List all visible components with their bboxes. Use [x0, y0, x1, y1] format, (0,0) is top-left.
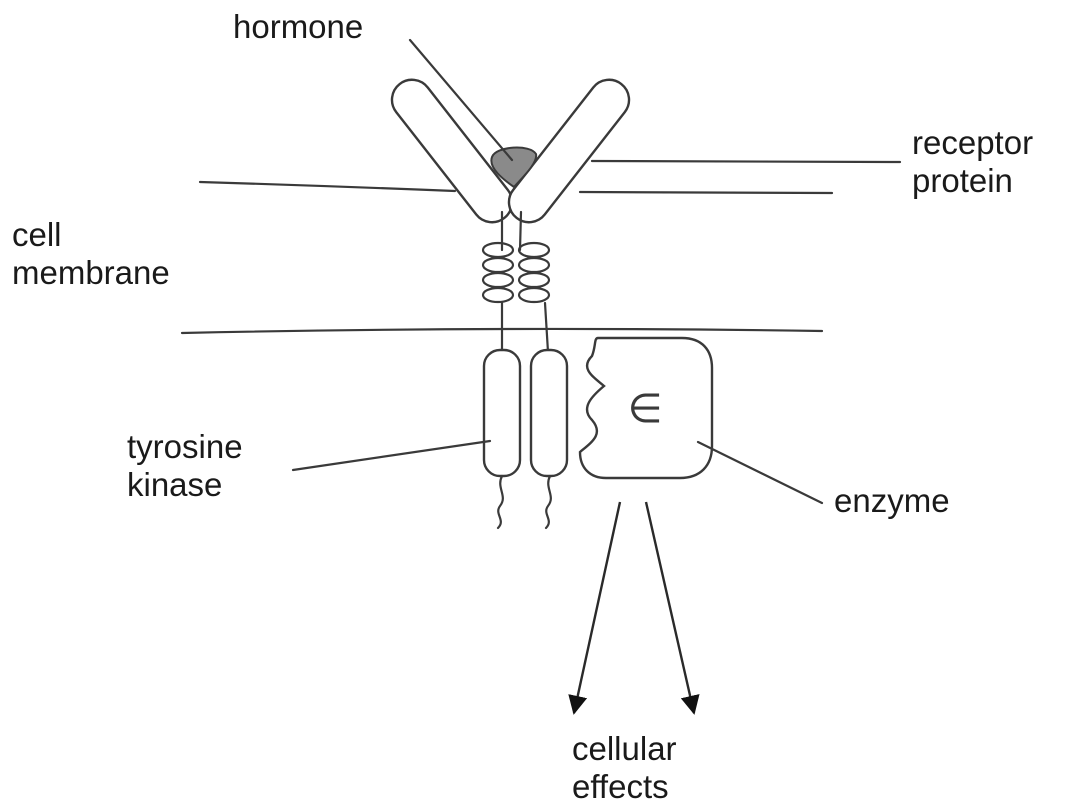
tyrosine-kinase-label-line1: tyrosine: [127, 428, 243, 466]
right-tail: [546, 476, 551, 528]
tyrosine-kinase-right: [531, 350, 567, 476]
enzyme-label: enzyme: [834, 482, 950, 520]
effects-arrow-right: [646, 502, 694, 713]
receptor-protein-label-line2: protein: [912, 162, 1033, 200]
cell-membrane-label: cell membrane: [12, 216, 170, 292]
right-stalk-lower: [545, 303, 548, 352]
receptor-protein-label: receptor protein: [912, 124, 1033, 200]
left-tail: [498, 476, 503, 528]
enzyme-symbol: ∈: [628, 386, 663, 432]
cell-membrane-label-line1: cell: [12, 216, 170, 254]
kinase-leader-line: [293, 441, 490, 470]
membrane-outer-line-right: [580, 192, 832, 193]
tyrosine-kinase-label: tyrosine kinase: [127, 428, 243, 504]
receptor-protein-label-line1: receptor: [912, 124, 1033, 162]
left-coil: [483, 243, 513, 302]
receptor-leader-line: [592, 161, 900, 162]
membrane-outer-line-left: [200, 182, 455, 191]
cellular-effects-label: cellular effects: [572, 730, 677, 806]
hormone-label: hormone: [233, 8, 363, 46]
right-stalk-upper: [520, 212, 521, 250]
tyrosine-kinase-left: [484, 350, 520, 476]
cellular-effects-label-line1: cellular: [572, 730, 677, 768]
effects-arrow-left: [574, 502, 620, 713]
cellular-effects-label-line2: effects: [572, 768, 677, 806]
cell-membrane-label-line2: membrane: [12, 254, 170, 292]
tyrosine-kinase-label-line2: kinase: [127, 466, 243, 504]
enzyme-leader-line: [698, 442, 822, 503]
right-coil: [519, 243, 549, 302]
